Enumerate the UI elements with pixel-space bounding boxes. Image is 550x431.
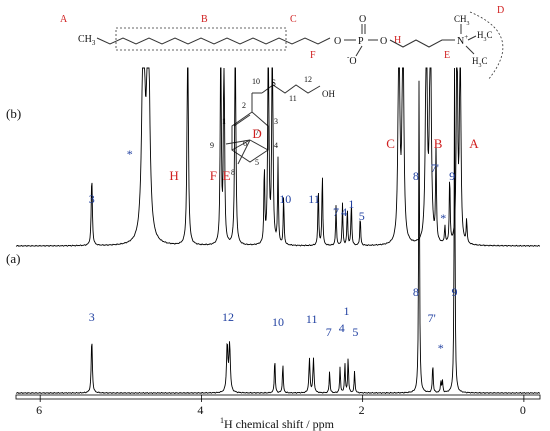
struct-label-A: A — [60, 14, 68, 25]
terpene-n1: 1 — [222, 117, 226, 126]
x-tick-label-2: 2 — [359, 403, 365, 417]
peak-b-label-11: 5 — [359, 209, 365, 223]
peak-a-label-5: 4 — [339, 321, 345, 335]
trace-label-a: (a) — [6, 251, 20, 266]
n-methyl-bottom: H3C — [472, 56, 488, 69]
peak-b-label-2: H — [169, 168, 178, 183]
struct-label-H: H — [394, 35, 401, 46]
spectrum-trace-a — [15, 67, 540, 395]
peak-b-label-3: F — [210, 168, 217, 183]
peak-b-label-16: 9 — [449, 169, 455, 183]
peak-a-label-4: 7 — [326, 325, 332, 339]
struct-label-D: D — [497, 5, 504, 16]
peak-a-label-2: 10 — [272, 315, 284, 329]
peak-b-label-9: 4 — [341, 205, 347, 219]
peak-b-label-18: * — [440, 211, 446, 225]
terpene-oh: OH — [322, 89, 335, 99]
peak-b-label-13: 8 — [413, 169, 419, 183]
peak-a-label-8: 8 — [413, 285, 419, 299]
terpene-s: S — [271, 78, 276, 88]
peak-b-label-14: B — [434, 136, 443, 151]
x-axis-ticks: 6 4 2 0 — [36, 395, 526, 417]
terpene-structure: OH S 10 11 12 2 3 1 7 6 4 5 9 8 — [210, 75, 335, 177]
phosphate-o-minus: -O — [347, 53, 357, 67]
struct-label-B: B — [201, 14, 208, 25]
x-axis-label: 1H chemical shift / ppm — [220, 416, 335, 431]
peak-b-label-5: D — [252, 126, 261, 141]
peak-b-label-4: E — [223, 168, 231, 183]
terpene-n6: 6 — [243, 139, 247, 148]
ch3-terminal: CH3 — [78, 34, 96, 47]
terpene-n7: 7 — [255, 128, 259, 137]
terpene-n5: 5 — [255, 158, 259, 167]
peak-a-label-9: 9 — [452, 285, 458, 299]
peak-a-label-3: 11 — [306, 312, 318, 326]
phosphoryl-o: O — [359, 14, 366, 25]
peak-b-label-12: C — [386, 136, 395, 151]
struct-label-F: F — [310, 50, 316, 61]
x-tick-label-3: 0 — [520, 403, 526, 417]
x-tick-label-0: 6 — [36, 403, 42, 417]
peak-b-label-17: A — [469, 136, 479, 151]
peak-b-label-15: 7' — [431, 161, 439, 175]
phosphorus: P — [358, 36, 364, 47]
terpene-n4: 4 — [274, 141, 278, 150]
terpene-n9: 9 — [210, 141, 214, 150]
terpene-n2: 2 — [242, 101, 246, 110]
terpene-n11: 11 — [289, 94, 297, 103]
terpene-n8: 8 — [231, 168, 235, 177]
peak-b-label-8: 7 — [333, 205, 339, 219]
chain-dashed-box — [115, 27, 287, 51]
peak-a-label-7: 5 — [352, 325, 358, 339]
terpene-n3: 3 — [274, 117, 278, 126]
headgroup-dashed-arc — [469, 11, 504, 81]
peak-b-label-10: 1 — [348, 197, 354, 211]
ammonium-n: N+ — [457, 33, 468, 47]
plot-frame — [15, 394, 541, 400]
n-methyl-right: H3C — [477, 30, 493, 43]
peak-a-label-11: * — [438, 341, 444, 355]
trace-label-b: (b) — [6, 106, 21, 121]
peak-a-label-6: 1 — [344, 304, 350, 318]
phospholipid-structure: A B C D F H E CH3 O P O -O O N+ CH3 H3C … — [60, 5, 504, 81]
peak-b-label-0: 3 — [89, 192, 95, 206]
terpene-n10: 10 — [252, 77, 260, 86]
struct-label-E: E — [444, 50, 450, 61]
peak-b-label-7: 11 — [308, 192, 320, 206]
peak-a-label-1: 12 — [222, 310, 234, 324]
ester-o-2: O — [380, 36, 387, 47]
n-methyl-top: CH3 — [454, 14, 470, 27]
terpene-n12: 12 — [304, 75, 312, 84]
peak-b-label-1: * — [127, 147, 133, 161]
alkyl-chain — [96, 37, 331, 45]
struct-label-C: C — [290, 14, 297, 25]
peak-a-label-0: 3 — [89, 310, 95, 324]
peak-b-label-6: 10 — [279, 192, 291, 206]
peak-a-label-10: 7' — [428, 311, 436, 325]
x-tick-label-1: 4 — [197, 403, 203, 417]
ester-o-1: O — [334, 36, 341, 47]
spectrum-trace-b — [15, 67, 540, 247]
